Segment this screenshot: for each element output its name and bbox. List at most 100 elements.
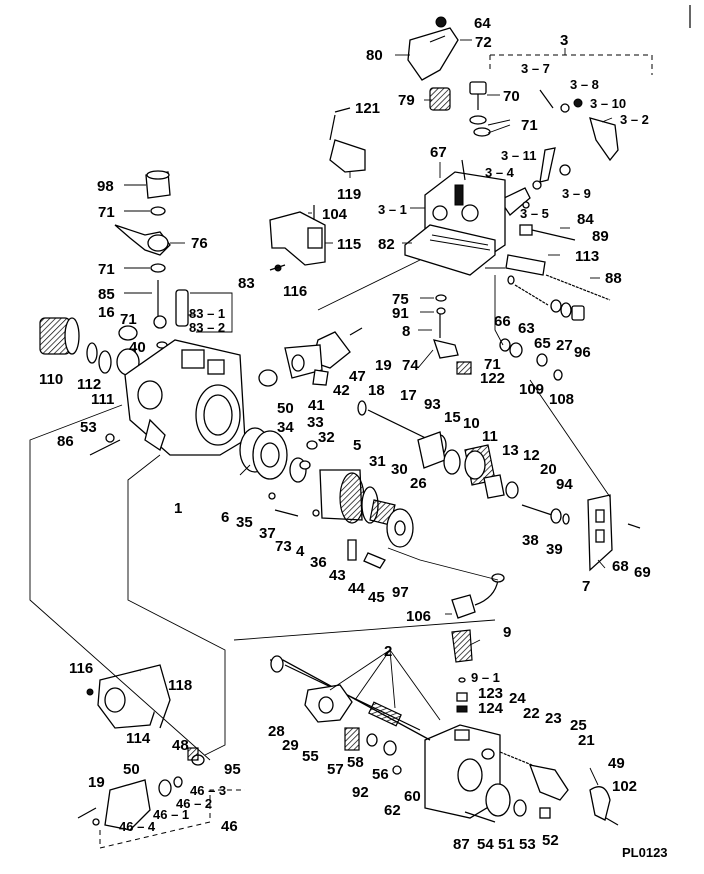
label-3-5: 3 – 5 [520, 206, 549, 221]
label-71-d: 71 [120, 311, 137, 328]
label-19-b: 19 [88, 774, 105, 791]
label-83-2: 83 – 2 [189, 320, 225, 335]
label-26: 26 [410, 475, 427, 492]
label-72: 72 [475, 34, 492, 51]
label-52: 52 [542, 832, 559, 849]
label-3-10: 3 – 10 [590, 96, 626, 111]
label-34: 34 [277, 419, 294, 436]
label-88: 88 [605, 270, 622, 287]
diagram-code: PL0123 [622, 845, 668, 860]
label-83: 83 [238, 275, 255, 292]
label-89: 89 [592, 228, 609, 245]
label-71-c: 71 [98, 261, 115, 278]
label-122: 122 [480, 370, 505, 387]
label-3-1: 3 – 1 [378, 202, 407, 217]
label-67: 67 [430, 144, 447, 161]
label-5: 5 [353, 437, 361, 454]
label-82: 82 [378, 236, 395, 253]
label-3: 3 [560, 32, 568, 49]
label-111: 111 [91, 391, 114, 408]
label-76: 76 [191, 235, 208, 252]
label-60: 60 [404, 788, 421, 805]
label-46-1: 46 – 1 [153, 807, 189, 822]
label-102: 102 [612, 778, 637, 795]
label-96: 96 [574, 344, 591, 361]
label-51: 51 [498, 836, 515, 853]
label-95: 95 [224, 761, 241, 778]
label-46-4: 46 – 4 [119, 819, 156, 834]
label-71-a: 71 [521, 117, 538, 134]
label-33: 33 [307, 414, 324, 431]
label-1: 1 [174, 500, 182, 517]
callout-labels: 64 72 80 3 3 – 7 3 – 8 79 70 3 – 10 3 – … [39, 15, 668, 860]
label-58: 58 [347, 754, 364, 771]
leader-lines [29, 39, 653, 849]
label-91: 91 [392, 305, 409, 322]
label-79: 79 [398, 92, 415, 109]
label-8: 8 [402, 323, 410, 340]
label-83-1: 83 – 1 [189, 306, 225, 321]
label-116-b: 116 [69, 660, 93, 677]
label-113: 113 [575, 248, 599, 265]
label-46-2: 46 – 2 [176, 796, 212, 811]
label-80: 80 [366, 47, 383, 64]
label-15: 15 [444, 409, 461, 426]
label-87: 87 [453, 836, 470, 853]
label-115: 115 [337, 236, 361, 253]
label-28: 28 [268, 723, 285, 740]
label-46-3: 46 – 3 [190, 783, 226, 798]
label-31: 31 [369, 453, 386, 470]
label-40: 40 [129, 339, 146, 356]
label-69: 69 [634, 564, 651, 581]
label-46: 46 [221, 818, 238, 835]
label-17: 17 [400, 387, 417, 404]
label-3-2: 3 – 2 [620, 112, 649, 127]
label-32: 32 [318, 429, 335, 446]
label-56: 56 [372, 766, 389, 783]
label-35: 35 [236, 514, 253, 531]
label-94: 94 [556, 476, 573, 493]
part-drawings [39, 5, 691, 831]
label-3-7: 3 – 7 [521, 61, 550, 76]
label-37: 37 [259, 525, 276, 542]
label-4: 4 [296, 543, 305, 560]
label-55: 55 [302, 748, 319, 765]
label-75: 75 [392, 291, 409, 308]
label-106: 106 [406, 608, 431, 625]
label-92: 92 [352, 784, 369, 801]
label-57: 57 [327, 761, 344, 778]
label-19-a: 19 [375, 357, 392, 374]
label-98: 98 [97, 178, 114, 195]
label-38: 38 [522, 532, 539, 549]
label-3-4: 3 – 4 [485, 165, 515, 180]
label-11: 11 [482, 428, 498, 445]
label-9: 9 [503, 624, 511, 641]
label-74: 74 [402, 357, 419, 374]
label-45-a: 45 [368, 589, 385, 606]
label-85: 85 [98, 286, 115, 303]
label-20: 20 [540, 461, 557, 478]
label-64: 64 [474, 15, 491, 32]
label-53-a: 53 [80, 419, 97, 436]
label-73: 73 [275, 538, 292, 555]
label-36: 36 [310, 554, 327, 571]
label-43: 43 [329, 567, 346, 584]
label-70: 70 [503, 88, 520, 105]
label-22: 22 [523, 705, 540, 722]
label-97: 97 [392, 584, 409, 601]
label-2: 2 [384, 643, 392, 660]
label-25: 25 [570, 717, 587, 734]
label-3-9: 3 – 9 [562, 186, 591, 201]
label-123: 123 [478, 685, 503, 702]
label-119: 119 [337, 186, 361, 203]
label-121: 121 [355, 100, 380, 117]
label-108: 108 [549, 391, 574, 408]
label-86: 86 [57, 433, 74, 450]
label-50-a: 50 [277, 400, 294, 417]
label-66: 66 [494, 313, 511, 330]
label-71-e: 71 [484, 356, 501, 373]
label-84: 84 [577, 211, 594, 228]
label-12: 12 [523, 447, 540, 464]
label-63: 63 [518, 320, 535, 337]
